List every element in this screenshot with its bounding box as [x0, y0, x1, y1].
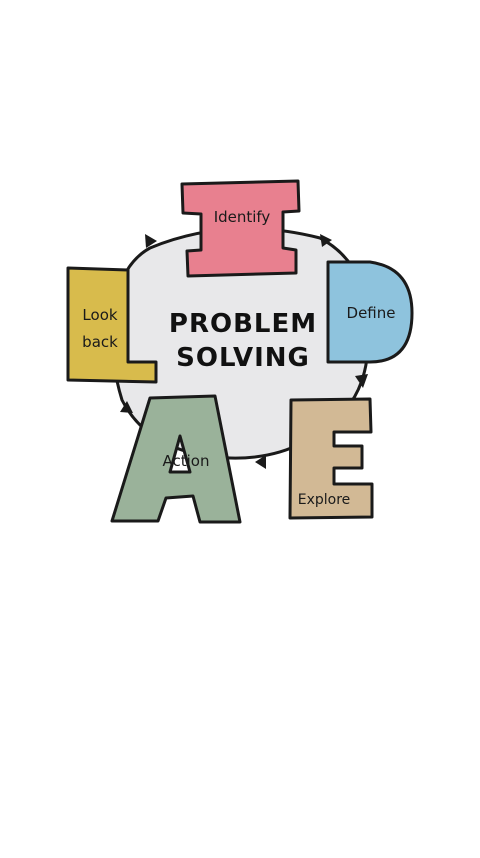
define-label: Define	[347, 304, 396, 322]
arrow-icon	[145, 234, 157, 248]
action-label: Action	[163, 452, 210, 470]
center-title-line1: PROBLEM	[169, 309, 317, 339]
arrow-icon	[355, 374, 368, 388]
look-back-letter-shape	[66, 266, 158, 384]
explore-label: Explore	[298, 492, 351, 508]
arrow-icon	[320, 234, 332, 247]
explore-letter-shape	[288, 397, 374, 520]
define-letter-shape	[326, 260, 414, 364]
arrow-icon	[255, 455, 266, 469]
cycle-arrows	[120, 234, 368, 469]
look-back-label-line1: Look	[82, 306, 117, 324]
action-letter-shape	[110, 394, 242, 524]
center-title-line2: SOLVING	[176, 343, 310, 373]
look-back-label-line2: back	[82, 333, 118, 351]
identify-label: Identify	[214, 208, 271, 226]
identify-letter-shape	[180, 179, 301, 278]
arrow-icon	[120, 401, 133, 413]
